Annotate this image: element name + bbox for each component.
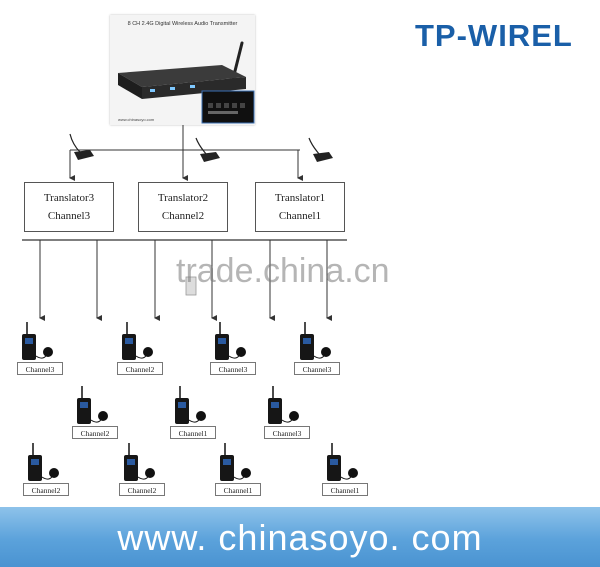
receiver-label: Channel3 xyxy=(17,362,63,375)
microphone-icon xyxy=(308,137,333,162)
receiver-icon xyxy=(175,386,206,424)
receiver-icon xyxy=(28,443,59,481)
receiver-label: Channel3 xyxy=(264,426,310,439)
receiver-label: Channel3 xyxy=(210,362,256,375)
translator-box-1: Translator1 Channel1 xyxy=(255,182,345,232)
translator-channel: Channel1 xyxy=(278,210,322,222)
receiver-icon xyxy=(300,322,331,360)
receiver-icon xyxy=(220,443,251,481)
translator-box-3: Translator3 Channel3 xyxy=(24,182,114,232)
product-photo-caption: 8 CH 2.4G Digital Wireless Audio Transmi… xyxy=(127,21,238,27)
tp-wireless-logo: TP-WIREL xyxy=(415,18,573,53)
translator-channel: Channel3 xyxy=(47,210,91,222)
receiver-icon xyxy=(124,443,155,481)
watermark: trade.china.cn xyxy=(176,252,390,290)
translator-channel: Channel2 xyxy=(161,210,205,222)
receiver-label: Channel2 xyxy=(119,483,165,496)
receiver-label: Channel2 xyxy=(72,426,118,439)
receiver-label: Channel1 xyxy=(322,483,368,496)
receiver-label: Channel2 xyxy=(23,483,69,496)
microphone-icon xyxy=(69,133,94,160)
translator-name: Translator1 xyxy=(274,192,326,204)
translator-name: Translator2 xyxy=(157,192,209,204)
product-photo: 8 CH 2.4G Digital Wireless Audio Transmi… xyxy=(110,15,255,125)
translator-box-2: Translator2 Channel2 xyxy=(138,182,228,232)
receiver-label: Channel1 xyxy=(215,483,261,496)
translator-name: Translator3 xyxy=(43,192,95,204)
receiver-icon xyxy=(122,322,153,360)
receiver-icon xyxy=(77,386,108,424)
receiver-icon xyxy=(22,322,53,360)
transmitter-device-illustration xyxy=(118,41,255,124)
footer-banner: www. chinasoyo. com xyxy=(0,507,600,567)
receiver-label: Channel1 xyxy=(170,426,216,439)
receiver-icon xyxy=(215,322,246,360)
receiver-label: Channel3 xyxy=(294,362,340,375)
microphone-icon xyxy=(195,137,220,162)
footer-url[interactable]: www. chinasoyo. com xyxy=(117,517,483,558)
receiver-icon xyxy=(327,443,358,481)
receiver-icon xyxy=(268,386,299,424)
receiver-label: Channel2 xyxy=(117,362,163,375)
product-photo-url: www.chinasoyo.com xyxy=(118,117,155,122)
